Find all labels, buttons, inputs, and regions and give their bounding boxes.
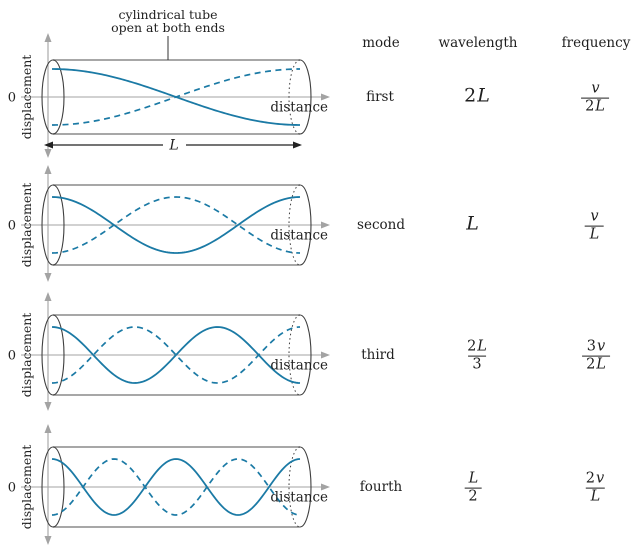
mode-label-second: second <box>357 217 405 233</box>
wavelength-value-second: L <box>461 213 483 236</box>
y-axis-down-arrow <box>44 149 52 158</box>
zero-label: 0 <box>8 349 16 364</box>
tube-right-end-front <box>299 314 312 396</box>
y-axis-down-arrow <box>44 536 52 545</box>
tube-right-end-front <box>299 59 312 135</box>
tube-right-end-front <box>299 184 312 266</box>
wavelength-numerator: 2L <box>467 338 487 355</box>
y-axis-label: displacement <box>19 183 34 268</box>
zero-label: 0 <box>8 91 16 106</box>
table-header-mode: mode <box>362 35 400 51</box>
tube-left-end <box>41 446 65 528</box>
frequency-denominator: 2L <box>582 356 610 374</box>
y-axis-up-arrow <box>44 165 52 174</box>
wavelength-numerator: 2L <box>464 84 490 107</box>
table-header-frequency: frequency <box>561 35 631 51</box>
y-axis-label: displacement <box>19 445 34 530</box>
x-axis-arrow <box>321 483 330 491</box>
y-axis-up-arrow <box>44 292 52 301</box>
tube-right-end-hidden <box>288 59 301 135</box>
standing-wave-solid <box>51 196 301 254</box>
wavelength-denominator: 3 <box>468 356 486 374</box>
y-axis-down-arrow <box>44 273 52 282</box>
standing-wave-dashed <box>51 196 301 254</box>
zero-label: 0 <box>8 219 16 234</box>
table-header-wavelength: wavelength <box>438 35 518 51</box>
x-axis-label: distance <box>270 490 328 506</box>
mode-label-first: first <box>366 89 394 105</box>
annotation-line2: open at both ends <box>111 20 225 35</box>
y-axis-up-arrow <box>44 33 52 42</box>
standing-wave-dashed <box>51 68 301 126</box>
annotation-line1: cylindrical tube <box>119 7 218 22</box>
frequency-numerator: v <box>590 208 599 225</box>
length-label: L <box>168 138 178 154</box>
standing-wave-dashed <box>51 326 301 384</box>
y-axis-label: displacement <box>19 55 34 140</box>
wavelength-numerator: L <box>466 212 479 235</box>
frequency-numerator: 3v <box>586 338 606 355</box>
mode-label-third: third <box>361 347 395 363</box>
frequency-numerator: v <box>591 80 600 97</box>
frequency-denominator: L <box>585 488 605 506</box>
standing-wave-solid <box>51 458 301 516</box>
tube-left-end <box>41 314 65 396</box>
mode-label-fourth: fourth <box>359 479 403 495</box>
x-axis-label: distance <box>270 358 328 374</box>
wavelength-numerator: L <box>468 470 479 487</box>
zero-label: 0 <box>8 481 16 496</box>
y-axis-label: displacement <box>19 313 34 398</box>
x-axis-label: distance <box>270 228 328 244</box>
tube-right-end-hidden <box>288 446 301 528</box>
standing-wave-dashed <box>51 458 301 516</box>
wavelength-value-first: 2L <box>460 85 494 108</box>
x-axis-arrow <box>321 221 330 229</box>
frequency-numerator: 2v <box>585 470 605 487</box>
x-axis-label: distance <box>270 100 328 116</box>
tube-left-end <box>41 184 65 266</box>
x-axis-arrow <box>321 93 330 101</box>
x-axis-arrow <box>321 351 330 359</box>
length-arrow-head-left <box>44 141 53 149</box>
length-arrow-head-right <box>293 141 302 149</box>
y-axis-up-arrow <box>44 424 52 433</box>
tube-right-end-hidden <box>288 314 301 396</box>
y-axis-down-arrow <box>44 402 52 411</box>
frequency-denominator: 2L <box>581 98 609 116</box>
wavelength-denominator: 2 <box>464 488 482 506</box>
tube-right-end-hidden <box>288 184 301 266</box>
frequency-denominator: L <box>584 226 604 244</box>
tube-left-end <box>41 59 65 135</box>
tube-right-end-front <box>299 446 312 528</box>
